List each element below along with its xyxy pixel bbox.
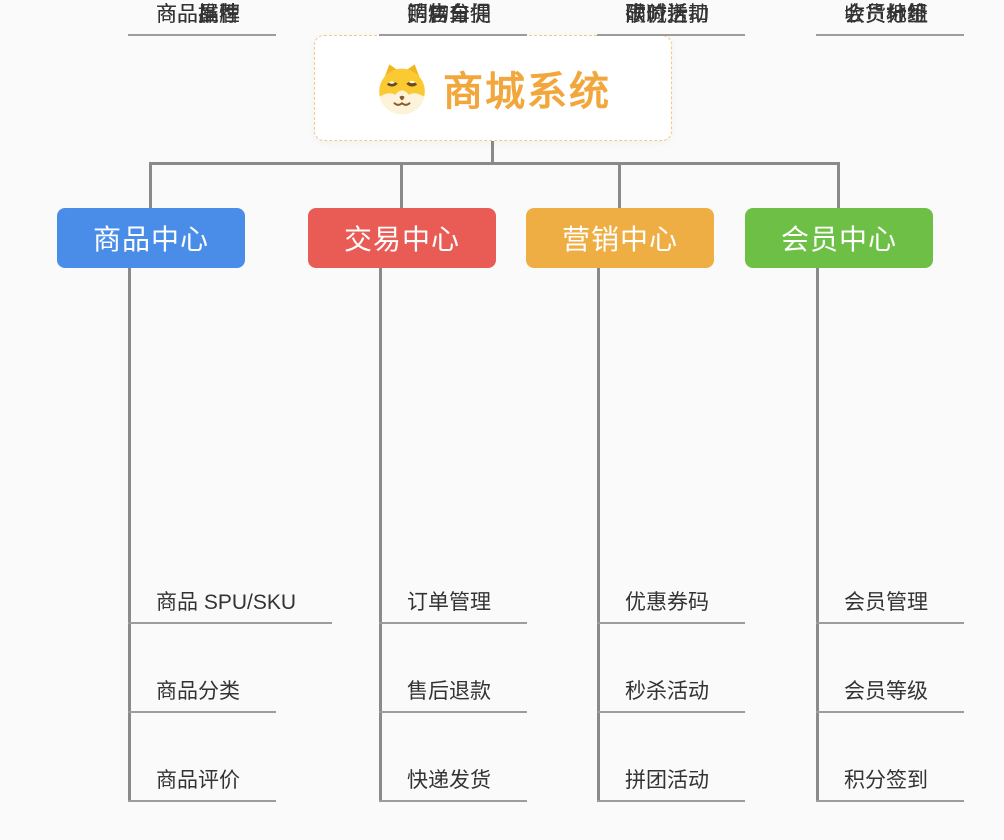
child-item-product-review[interactable]: 商品评价 (128, 766, 276, 802)
root-title: 商城系统 (443, 70, 611, 114)
connector-line (149, 162, 152, 209)
connector-line (618, 162, 621, 209)
connector-line (816, 268, 819, 802)
connector-line (379, 268, 382, 802)
child-item-coupon-code[interactable]: 优惠券码 (597, 588, 745, 624)
root-node-mall-system[interactable]: 商城系统 (314, 35, 672, 141)
connector-line (837, 162, 840, 209)
child-item-product-brand[interactable]: 商品品牌 (128, 0, 276, 36)
child-item-product-spu-sku[interactable]: 商品 SPU/SKU (128, 588, 333, 624)
child-item-express-delivery[interactable]: 快递发货 (379, 766, 527, 802)
child-item-flash-sale[interactable]: 秒杀活动 (597, 677, 745, 713)
child-item-points-checkin[interactable]: 积分签到 (816, 766, 964, 802)
branch-node-product-center[interactable]: 商品中心 (57, 208, 245, 268)
connector-line (597, 268, 600, 802)
child-item-shipping-address[interactable]: 收货地址 (816, 0, 964, 36)
branch-node-trade-center[interactable]: 交易中心 (308, 208, 496, 268)
branch-marketing-center: 营销中心 优惠券码 秒杀活动 拼团活动 砍价活动 限时折扣 满减送 (526, 0, 776, 840)
connector-line (400, 162, 403, 209)
child-item-order-management[interactable]: 订单管理 (379, 588, 527, 624)
child-item-member-level[interactable]: 会员等级 (816, 677, 964, 713)
connector-line (128, 268, 131, 802)
child-item-member-management[interactable]: 会员管理 (816, 588, 964, 624)
child-item-product-category[interactable]: 商品分类 (128, 677, 276, 713)
branch-node-marketing-center[interactable]: 营销中心 (526, 208, 714, 268)
branch-connector-line (150, 162, 840, 165)
child-item-aftersale-refund[interactable]: 售后退款 (379, 677, 527, 713)
shiba-dog-face-icon (379, 64, 425, 115)
child-item-group-buy[interactable]: 拼团活动 (597, 766, 745, 802)
child-item-sales-commission[interactable]: 销售分佣 (379, 0, 527, 36)
branch-trade-center: 交易中心 订单管理 售后退款 快递发货 门店自提 购物车 销售分佣 (308, 0, 558, 840)
branch-node-member-center[interactable]: 会员中心 (745, 208, 933, 268)
child-item-full-reduction[interactable]: 满减送 (597, 0, 724, 36)
branch-product-center: 商品中心 商品 SPU/SKU 商品分类 商品评价 商品属性 商品推荐 商品品牌 (57, 0, 333, 840)
root-connector-line (491, 140, 494, 165)
branch-member-center: 会员中心 会员管理 会员等级 积分签到 会员标签 会员分组 收货地址 (745, 0, 995, 840)
